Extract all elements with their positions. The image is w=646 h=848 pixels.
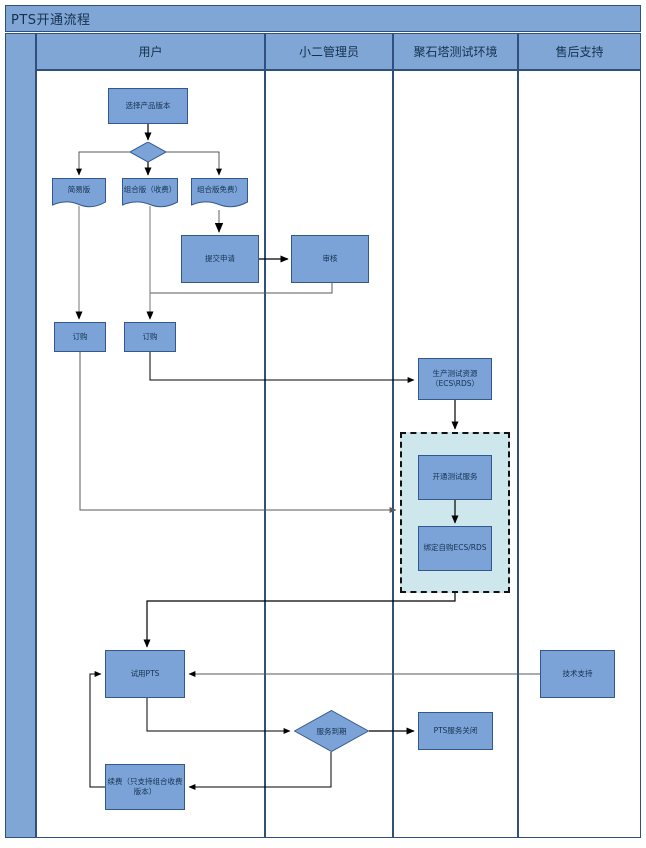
node-version-decision[interactable] xyxy=(128,141,168,163)
lane-label-strip xyxy=(5,33,36,838)
node-open-test-service[interactable]: 开通测试服务 xyxy=(418,455,492,500)
node-label: 简易版 xyxy=(67,185,91,195)
lane-body-support xyxy=(518,70,641,838)
node-label: 选择产品版本 xyxy=(125,100,171,110)
node-label xyxy=(130,142,166,162)
node-label: 组合版（收费） xyxy=(123,185,177,195)
node-service-expired-decision[interactable]: 服务到期 xyxy=(293,709,370,753)
edge-trial-pts-to-expired xyxy=(146,698,291,734)
node-production-test-resource[interactable]: 生产测试资源（ECS\RDS） xyxy=(418,358,492,400)
node-label: 提交申请 xyxy=(205,253,235,263)
node-label: 开通测试服务 xyxy=(432,472,478,482)
node-label: PTS服务关闭 xyxy=(433,725,478,735)
diamond-shape xyxy=(293,709,370,753)
lane-header-support: 售后支持 xyxy=(518,33,641,70)
edge-review-to-order-right xyxy=(147,283,333,320)
edge-decision-to-simple xyxy=(76,151,130,176)
edge-group-to-trial-pts xyxy=(143,593,456,648)
node-label: 组合版免费） xyxy=(197,185,242,195)
node-label: 服务到期 xyxy=(316,726,347,736)
node-submit-application[interactable]: 提交申请 xyxy=(181,235,259,283)
document-shape xyxy=(191,178,248,208)
lane-body-admin xyxy=(265,70,393,838)
edge-order-left-to-group xyxy=(79,352,397,513)
edge-renew-to-trial-pts xyxy=(89,671,105,788)
node-pts-service-closed[interactable]: PTS服务关闭 xyxy=(418,712,493,750)
node-renew-subscription[interactable]: 续费（只支持组合收费版本） xyxy=(105,764,185,810)
lane-header-user: 用户 xyxy=(36,33,265,70)
node-combo-edition-free[interactable]: 组合版免费） xyxy=(191,178,248,210)
node-label: 试用PTS xyxy=(130,668,160,678)
lane-header-admin: 小二管理员 xyxy=(265,33,393,70)
node-review[interactable]: 审核 xyxy=(291,235,369,283)
node-order-combo[interactable]: 订购 xyxy=(124,322,176,352)
node-label: 订购 xyxy=(142,331,158,341)
node-label: 审核 xyxy=(322,253,338,263)
node-label: 绑定自购ECS/RDS xyxy=(423,543,487,553)
node-select-product-version[interactable]: 选择产品版本 xyxy=(108,88,188,124)
lane-header-testenv: 聚石塔测试环境 xyxy=(393,33,518,70)
diagram-title: PTS开通流程 xyxy=(11,13,91,28)
edge-expired-to-renew xyxy=(188,752,332,790)
document-shape xyxy=(52,178,106,208)
node-order-simple[interactable]: 订购 xyxy=(54,322,106,352)
node-label: 续费（只支持组合收费版本） xyxy=(107,776,183,796)
node-label: 订购 xyxy=(72,331,88,341)
diagram-title-bar: PTS开通流程 xyxy=(5,5,641,32)
edge-decision-to-combo-free xyxy=(166,151,222,176)
node-label: 生产测试资源（ECS\RDS） xyxy=(430,368,479,388)
node-trial-pts[interactable]: 试用PTS xyxy=(105,650,185,698)
edge-order-right-to-prod-res xyxy=(149,352,415,383)
node-combo-edition-paid[interactable]: 组合版（收费） xyxy=(122,178,178,210)
node-technical-support[interactable]: 技术支持 xyxy=(540,650,615,698)
node-label: 技术支持 xyxy=(562,668,593,678)
document-shape xyxy=(122,178,178,208)
node-simple-edition[interactable]: 简易版 xyxy=(52,178,106,210)
node-bind-self-purchased-ecs-rds[interactable]: 绑定自购ECS/RDS xyxy=(418,526,492,571)
